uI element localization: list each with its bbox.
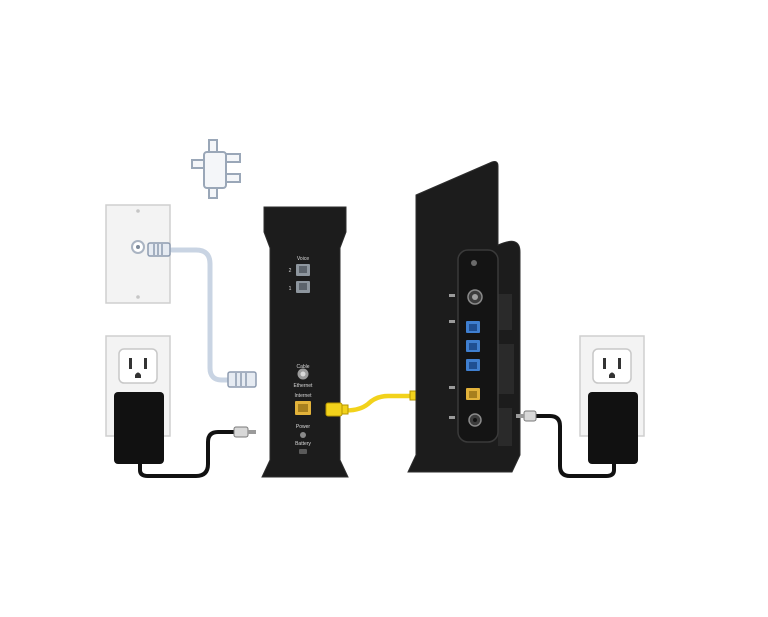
power-port <box>300 432 306 438</box>
router-reset-button <box>471 260 477 266</box>
cable-label: Cable <box>296 364 309 370</box>
router-port-panel <box>449 249 499 443</box>
battery-label: Battery <box>295 441 311 447</box>
power-outlet-right <box>579 335 645 464</box>
voice-line-1-label: 1 <box>289 286 292 292</box>
coax-cable <box>147 242 257 388</box>
cable-modem: Voice 2 1 Cable Ethernet Internet Power … <box>261 206 349 478</box>
internet-label: Internet <box>295 393 313 399</box>
battery-port <box>299 449 307 454</box>
coax-splitter <box>191 139 241 199</box>
voice-line-2-label: 2 <box>289 268 292 274</box>
power-label: Power <box>296 424 311 430</box>
power-adapter-right <box>516 410 616 478</box>
cable-port <box>297 368 309 380</box>
router <box>407 161 521 473</box>
voice-label: Voice <box>297 256 309 262</box>
power-adapter-left <box>114 392 256 478</box>
ethernet-label: Ethernet <box>294 383 314 389</box>
